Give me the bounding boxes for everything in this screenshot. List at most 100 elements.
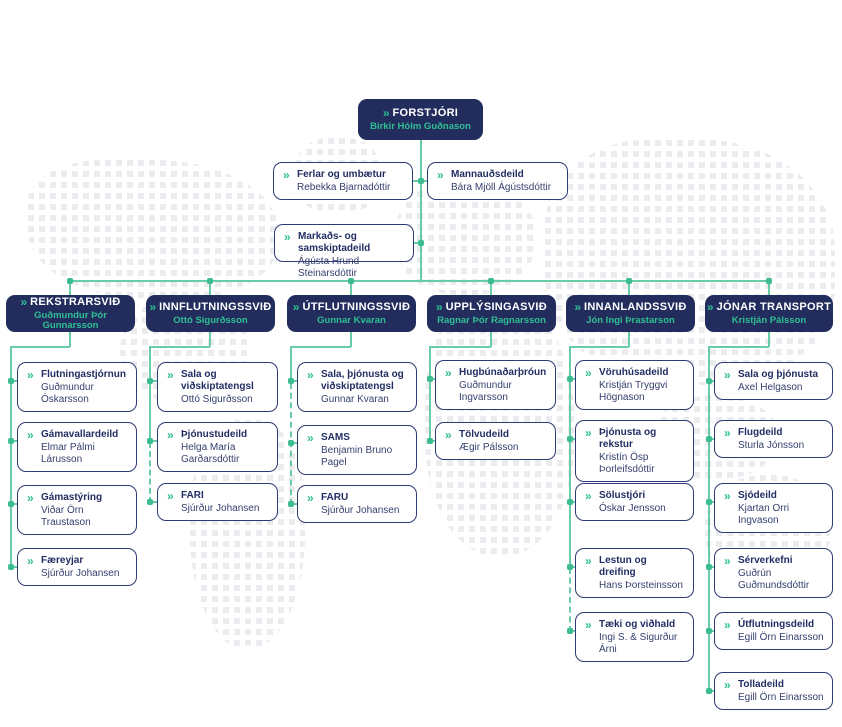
connector-line	[69, 331, 71, 347]
node-title: FORSTJÓRI	[392, 106, 459, 119]
connector-junction-dot	[567, 628, 573, 634]
division-person: Guðmundur Þór Gunnarsson	[34, 309, 107, 332]
node-forstjori: »FORSTJÓRI Birkir Hólm Guðnason	[358, 99, 483, 140]
connector-junction-dot	[147, 499, 153, 505]
chevron-icon: »	[724, 368, 731, 382]
dept-lestun-og-dreifing: » Lestun og dreifing Hans Þorsteinsson	[575, 548, 694, 598]
connector-line	[69, 280, 770, 282]
dept-title: Tæki og viðhald	[599, 619, 676, 630]
dept-person: Kristján Tryggvi Högnason	[599, 380, 668, 403]
chevron-icon: »	[382, 105, 390, 120]
dept-voruhusadeild: »Vöruhúsadeild Kristján Tryggvi Högnason	[575, 360, 694, 410]
dept-title: Hugbúnaðarþróun	[459, 367, 547, 378]
chevron-icon: »	[27, 368, 34, 382]
dept-title: Útflutningsdeild	[738, 619, 815, 630]
connector-line	[10, 346, 70, 348]
connector-line	[490, 280, 492, 296]
connector-junction-dot	[706, 688, 712, 694]
chevron-icon: »	[445, 428, 452, 442]
connector-junction-dot	[567, 564, 573, 570]
dept-title: Flugdeild	[738, 427, 783, 438]
chevron-icon: »	[27, 491, 34, 505]
node-person: Rebekka Bjarnadóttir	[297, 182, 391, 193]
dept-person: Sjúrður Johansen	[41, 568, 120, 579]
division-person: Ottó Sigurðsson	[173, 314, 248, 326]
connector-dashed-line	[569, 568, 571, 632]
connector-line	[69, 280, 71, 296]
chevron-icon: »	[585, 554, 592, 568]
chevron-icon: »	[307, 431, 314, 445]
connector-junction-dot	[207, 278, 213, 284]
dept-faereyjar: »Færeyjar Sjúrður Johansen	[17, 548, 137, 586]
connector-junction-dot	[567, 499, 573, 505]
chevron-icon: »	[437, 168, 444, 182]
chevron-icon: »	[167, 368, 174, 382]
connector-junction-dot	[427, 376, 433, 382]
connector-junction-dot	[288, 378, 294, 384]
node-person: Bára Mjöll Ágústsdóttir	[451, 182, 552, 193]
node-title: Ferlar og umbætur	[297, 169, 386, 180]
dept-solustjori: »Sölustjóri Óskar Jensson	[575, 483, 694, 521]
connector-line	[290, 442, 298, 444]
connector-junction-dot	[67, 278, 73, 284]
connector-line	[768, 280, 770, 296]
connector-junction-dot	[147, 378, 153, 384]
dept-sala-og-thjonusta: »Sala og þjónusta Axel Helgason	[714, 362, 833, 400]
connector-junction-dot	[8, 501, 14, 507]
connector-junction-dot	[418, 178, 424, 184]
chevron-icon: »	[292, 299, 300, 314]
node-person: Birkir Hólm Guðnason	[370, 120, 471, 132]
connector-line	[429, 346, 431, 442]
connector-junction-dot	[8, 438, 14, 444]
dept-person: Egill Örn Einarsson	[738, 632, 824, 643]
dept-utflutningsdeild: »Útflutningsdeild Egill Örn Einarsson	[714, 612, 833, 650]
connector-junction-dot	[288, 501, 294, 507]
dept-flugdeild: »Flugdeild Sturla Jónsson	[714, 420, 833, 458]
connector-line	[290, 346, 351, 348]
chevron-icon: »	[585, 366, 592, 380]
dept-title: Lestun og dreifing	[599, 555, 647, 578]
connector-junction-dot	[626, 278, 632, 284]
connector-line	[149, 346, 210, 348]
connector-line	[10, 503, 18, 505]
dept-person: Egill Örn Einarsson	[738, 692, 824, 703]
division-rekstrarsvid: »REKSTRARSVIÐ Guðmundur Þór Gunnarsson	[6, 295, 135, 332]
dept-person: Benjamin Bruno Pagel	[321, 445, 393, 468]
node-person: Ágústa Hrund Steinarsdóttir	[298, 255, 360, 279]
dept-tolvudeild: »Tölvudeild Ægir Pálsson	[435, 422, 556, 460]
dept-title: Þjónusta og rekstur	[599, 427, 657, 450]
dept-sjodeild: »Sjódeild Kjartan Orri Ingvason	[714, 483, 833, 533]
connector-junction-dot	[8, 564, 14, 570]
dept-gamavallardeild: »Gámavallardeild Elmar Pálmi Lárusson	[17, 422, 137, 472]
dept-fari: »FARI Sjúrður Johansen	[157, 483, 278, 521]
chevron-icon: »	[307, 368, 314, 382]
chevron-icon: »	[585, 489, 592, 503]
division-utflutningssvid: »ÚTFLUTNINGSSVIÐ Gunnar Kvaran	[287, 295, 416, 332]
connector-line	[708, 346, 710, 692]
dept-title: Tölvudeild	[459, 429, 509, 440]
dept-title: Gámastýring	[41, 492, 103, 503]
world-map-dots	[28, 160, 278, 300]
dept-tolladeild: »Tolladeild Egill Örn Einarsson	[714, 672, 833, 710]
connector-line	[10, 566, 18, 568]
chevron-icon: »	[445, 366, 452, 380]
division-innflutningssvid: »INNFLUTNINGSSVIÐ Ottó Sigurðsson	[146, 295, 275, 332]
connector-line	[149, 380, 157, 382]
chevron-icon: »	[167, 428, 174, 442]
connector-junction-dot	[427, 438, 433, 444]
dept-person: Hans Þorsteinsson	[599, 579, 683, 591]
chevron-icon: »	[724, 489, 731, 503]
dept-person: Sjúrður Johansen	[181, 503, 260, 514]
chevron-icon: »	[27, 428, 34, 442]
chevron-icon: »	[167, 489, 174, 503]
node-title: Mannauðsdeild	[451, 169, 524, 180]
chevron-icon: »	[307, 491, 314, 505]
connector-line	[420, 140, 422, 281]
dept-serverkefni: »Sérverkefni Guðrún Guðmundsdóttir	[714, 548, 833, 598]
dept-person: Axel Helgason	[738, 382, 803, 393]
connector-line	[413, 242, 421, 244]
world-map-dots	[545, 140, 835, 385]
division-jonar-transport: »JÓNAR TRANSPORT Kristján Pálsson	[705, 295, 833, 332]
node-title: Markaðs- og samskiptadeild	[298, 231, 371, 254]
